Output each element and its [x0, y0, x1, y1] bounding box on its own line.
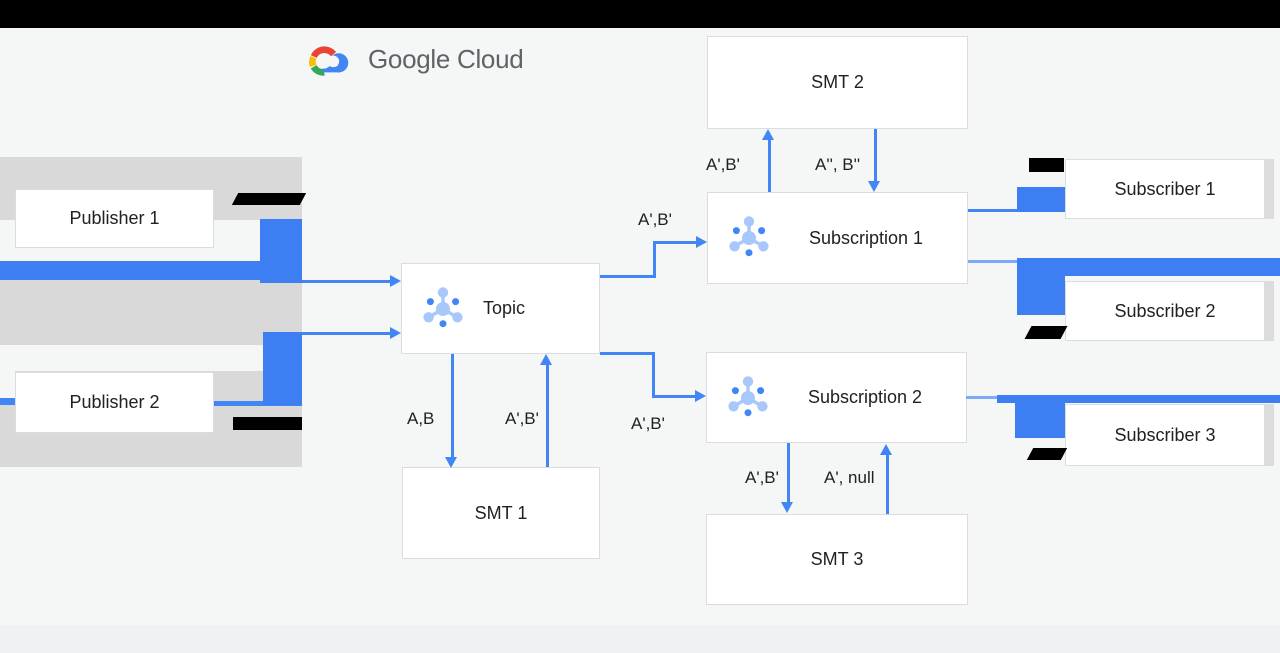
blue-redaction-block	[260, 219, 302, 283]
black-redaction	[1026, 448, 1068, 460]
subscriber-side-strip	[1265, 404, 1274, 466]
arrowhead-up	[880, 444, 892, 455]
edge-label-smt1-topic: A',B'	[505, 409, 539, 428]
node-label: SMT 3	[810, 549, 864, 569]
node-publisher-1: Publisher 1	[15, 189, 214, 248]
edge-label-smt2-sub1: A'', B''	[815, 155, 861, 174]
arrow-sub1-to-subscriber2	[968, 260, 1017, 263]
top-black-bar	[0, 0, 1280, 28]
arrow-publisher1-to-topic	[302, 280, 392, 283]
arrowhead-right	[390, 275, 401, 287]
arrow-topic-to-sub2	[600, 352, 655, 355]
blue-redaction-block	[1017, 276, 1065, 315]
node-label: Subscriber 2	[1114, 300, 1216, 321]
black-redaction	[233, 417, 302, 430]
node-smt-3: SMT 3	[706, 514, 968, 605]
node-label: SMT 2	[811, 72, 864, 92]
arrow-topic-to-sub2	[652, 395, 697, 398]
node-subscriber-2: Subscriber 2	[1065, 281, 1265, 341]
node-label: Subscriber 3	[1114, 424, 1216, 445]
arrow-publisher2-to-topic	[302, 332, 392, 335]
arrowhead-up	[540, 354, 552, 365]
node-subscriber-1: Subscriber 1	[1065, 159, 1265, 219]
blue-redaction-band	[1017, 258, 1280, 276]
gray-band	[0, 405, 15, 467]
node-subscription-2: Subscription 2	[706, 352, 967, 443]
arrow-smt2-to-sub1	[874, 129, 877, 182]
node-label: SMT 1	[474, 502, 528, 523]
edge-label-sub2-smt3: A',B'	[745, 468, 779, 487]
node-topic: Topic	[401, 263, 600, 354]
google-cloud-logo: Google Cloud	[308, 40, 524, 78]
arrow-smt1-to-topic	[546, 364, 549, 467]
gray-band	[0, 280, 302, 345]
arrowhead-down	[445, 457, 457, 468]
node-label: Publisher 1	[69, 208, 160, 228]
arrow-smt3-to-sub2	[886, 454, 889, 514]
edge-label-topic-sub1: A',B'	[638, 210, 672, 229]
arrow-topic-to-sub1	[653, 241, 698, 244]
node-label: Topic	[483, 298, 526, 318]
node-subscriber-3: Subscriber 3	[1065, 404, 1265, 466]
arrow-sub1-to-smt2	[768, 139, 771, 192]
node-label: Publisher 2	[69, 392, 160, 412]
black-redaction	[1029, 158, 1064, 172]
arrowhead-down	[781, 502, 793, 513]
blue-redaction-block	[263, 332, 302, 405]
pubsub-subscription-icon	[729, 216, 769, 257]
node-label: Subscription 2	[808, 387, 923, 407]
edge-label-smt3-sub2: A', null	[824, 468, 875, 487]
blue-redaction-block	[1015, 403, 1065, 438]
arrow-line-publisher2	[214, 401, 302, 406]
node-label: Subscriber 1	[1114, 178, 1216, 199]
arrow-sub1-to-subscriber1	[968, 209, 1017, 212]
arrow-stub-left-edge	[0, 398, 15, 405]
edge-label-topic-smt1: A,B	[407, 409, 435, 428]
arrow-topic-to-sub1	[600, 275, 656, 278]
logo-text: Google Cloud	[368, 43, 524, 74]
pubsub-subscription-icon	[728, 375, 768, 416]
node-subscription-1: Subscription 1	[707, 192, 968, 284]
node-smt-2: SMT 2	[707, 36, 968, 129]
blue-redaction-band	[0, 261, 302, 280]
blue-redaction-block	[1017, 187, 1065, 212]
black-redaction	[231, 193, 307, 205]
arrowhead-right	[696, 236, 707, 248]
arrowhead-right	[695, 390, 706, 402]
subscriber-side-strip	[1265, 159, 1274, 219]
edge-label-sub1-smt2: A',B'	[706, 155, 740, 174]
arrow-sub2-to-subscriber3	[966, 396, 997, 399]
blue-redaction-band	[997, 395, 1280, 403]
edge-label-topic-sub2: A',B'	[631, 414, 665, 433]
bottom-strip	[0, 625, 1280, 653]
node-smt-1: SMT 1	[402, 467, 600, 559]
arrow-topic-to-sub1	[653, 241, 656, 278]
node-label: Subscription 1	[809, 227, 924, 248]
arrow-sub2-to-smt3	[787, 443, 790, 503]
arrowhead-up	[762, 129, 774, 140]
arrowhead-right	[390, 327, 401, 339]
black-redaction	[1024, 326, 1068, 339]
pubsub-topic-icon	[423, 286, 463, 327]
arrowhead-down	[868, 181, 880, 192]
subscriber-side-strip	[1265, 281, 1274, 341]
node-publisher-2: Publisher 2	[15, 372, 214, 433]
google-cloud-icon	[309, 46, 349, 76]
arrow-topic-to-sub2	[652, 352, 655, 398]
arrow-topic-to-smt1	[451, 354, 454, 458]
